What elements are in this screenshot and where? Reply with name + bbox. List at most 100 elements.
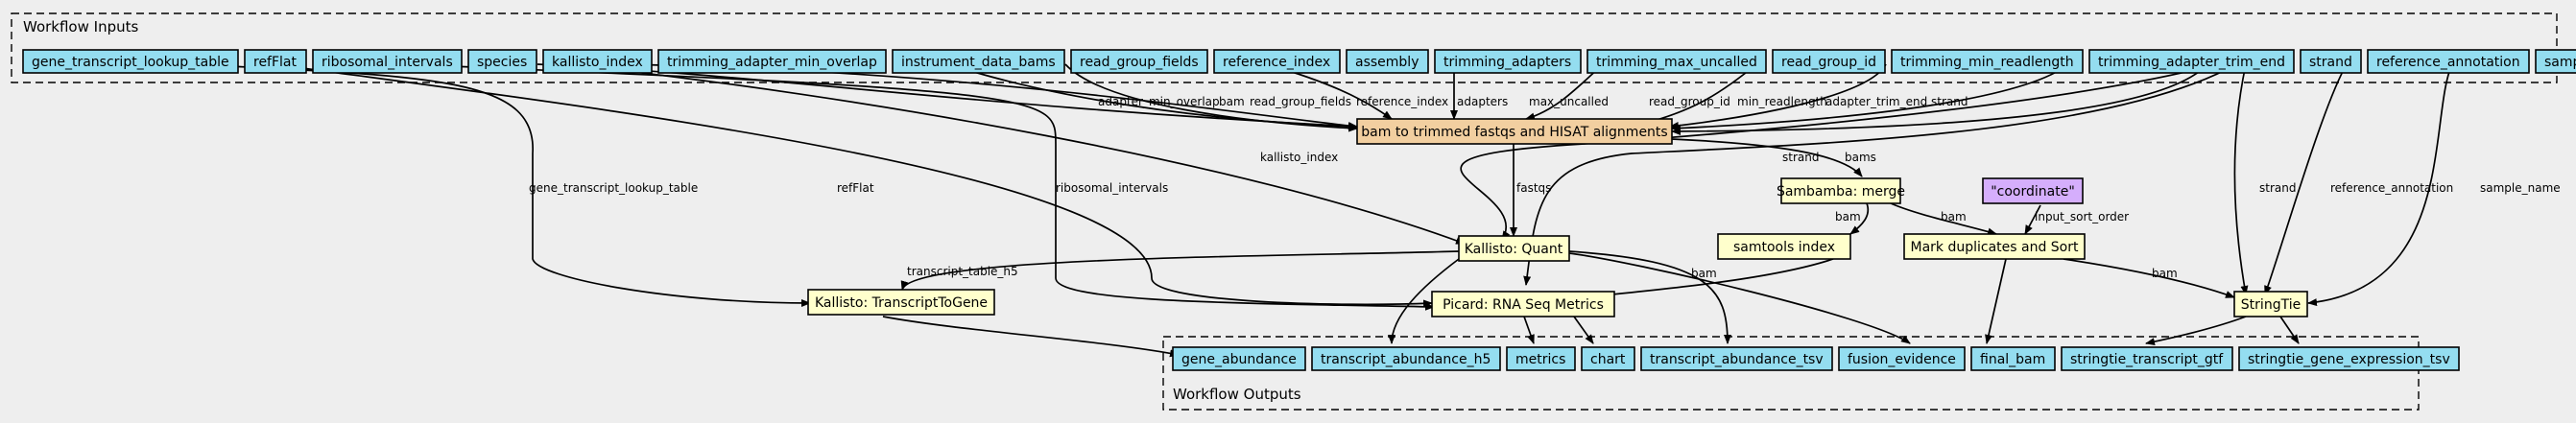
output-node-fusion-evidence[interactable]: fusion_evidence bbox=[1838, 346, 1966, 371]
output-node-label: final_bam bbox=[1980, 352, 2045, 367]
input-node-label: read_group_id bbox=[1781, 55, 1876, 70]
input-node-trimming-adapter-min-overlap[interactable]: trimming_adapter_min_overlap bbox=[657, 49, 887, 74]
edge-label-bam-merge: bam bbox=[1835, 210, 1861, 223]
input-node-label: species bbox=[477, 55, 527, 70]
edge-label-sample-name: sample_name bbox=[2480, 181, 2561, 195]
input-node-label: trimming_max_uncalled bbox=[1596, 55, 1757, 70]
step-sambamba-merge[interactable]: Sambamba: merge bbox=[1777, 177, 1905, 204]
input-node-label: refFlat bbox=[253, 55, 298, 70]
output-node-label: transcript_abundance_tsv bbox=[1650, 352, 1824, 367]
step-transcript-to-gene-label: Kallisto: TranscriptToGene bbox=[815, 295, 988, 311]
input-node-label: read_group_fields bbox=[1080, 55, 1199, 70]
workflow-inputs-cluster: Workflow Inputs bbox=[11, 12, 2558, 83]
edge-label-reference-annotation: reference_annotation bbox=[2330, 181, 2453, 195]
edge-label-min-readlength: min_readlength bbox=[1737, 95, 1827, 108]
output-node-gene-abundance[interactable]: gene_abundance bbox=[1172, 346, 1306, 371]
output-node-stringtie-gene-expression-tsv[interactable]: stringtie_gene_expression_tsv bbox=[2238, 346, 2460, 371]
step-samtools-index[interactable]: samtools index bbox=[1717, 233, 1851, 260]
edge-label-fastqs: fastqs bbox=[1516, 181, 1551, 195]
input-node-label: trimming_min_readlength bbox=[1900, 55, 2074, 70]
edge-label-bam: bam bbox=[1219, 95, 1245, 108]
output-node-label: stringtie_gene_expression_tsv bbox=[2248, 352, 2450, 367]
edge-label-strand-1: strand bbox=[1931, 95, 1968, 108]
input-node-refflat[interactable]: refFlat bbox=[244, 49, 307, 74]
output-node-stringtie-transcript-gtf[interactable]: stringtie_transcript_gtf bbox=[2061, 346, 2233, 371]
step-kallisto-quant-label: Kallisto: Quant bbox=[1465, 242, 1563, 257]
input-node-reference-index[interactable]: reference_index bbox=[1213, 49, 1341, 74]
edge-label-read-group-id: read_group_id bbox=[1649, 95, 1730, 108]
input-node-kallisto-index[interactable]: kallisto_index bbox=[542, 49, 653, 74]
step-stringtie[interactable]: StringTie bbox=[2233, 291, 2308, 317]
step-stringtie-label: StringTie bbox=[2241, 297, 2301, 313]
output-node-chart[interactable]: chart bbox=[1581, 346, 1635, 371]
edge-label-kallisto-index: kallisto_index bbox=[1260, 151, 1338, 164]
step-coordinate-constant[interactable]: "coordinate" bbox=[1982, 177, 2084, 204]
input-node-trimming-min-readlength[interactable]: trimming_min_readlength bbox=[1891, 49, 2084, 74]
step-bam-to-fastq[interactable]: bam to trimmed fastqs and HISAT alignmen… bbox=[1356, 118, 1673, 145]
edge-label-bams: bams bbox=[1845, 151, 1876, 164]
step-bam-to-fastq-label: bam to trimmed fastqs and HISAT alignmen… bbox=[1361, 125, 1667, 140]
input-node-sample-name[interactable]: sample_name bbox=[2535, 49, 2576, 74]
edge-label-ribosomal-intervals: ribosomal_intervals bbox=[1056, 181, 1168, 195]
edge-label-gene-transcript-lookup-table: gene_transcript_lookup_table bbox=[529, 181, 698, 195]
input-node-trimming-adapter-trim-end[interactable]: trimming_adapter_trim_end bbox=[2088, 49, 2295, 74]
edge-label-adapter-trim-end: adapter_trim_end bbox=[1825, 95, 1927, 108]
input-node-label: assembly bbox=[1355, 55, 1419, 70]
input-node-trimming-adapters[interactable]: trimming_adapters bbox=[1434, 49, 1582, 74]
input-node-assembly[interactable]: assembly bbox=[1346, 49, 1429, 74]
edge-label-strand-2: strand bbox=[1782, 151, 1819, 164]
input-node-strand[interactable]: strand bbox=[2300, 49, 2362, 74]
input-node-read-group-id[interactable]: read_group_id bbox=[1772, 49, 1886, 74]
edge-label-transcript-table-h5: transcript_table_h5 bbox=[907, 265, 1018, 278]
output-node-transcript-abundance-tsv[interactable]: transcript_abundance_tsv bbox=[1640, 346, 1833, 371]
step-kallisto-quant[interactable]: Kallisto: Quant bbox=[1458, 235, 1570, 262]
input-node-trimming-max-uncalled[interactable]: trimming_max_uncalled bbox=[1586, 49, 1767, 74]
input-node-label: reference_index bbox=[1223, 55, 1330, 70]
input-node-label: kallisto_index bbox=[552, 55, 643, 70]
input-node-label: gene_transcript_lookup_table bbox=[32, 55, 229, 70]
step-picard-rnaseq[interactable]: Picard: RNA Seq Metrics bbox=[1431, 291, 1615, 317]
input-node-label: trimming_adapter_min_overlap bbox=[667, 55, 877, 70]
input-node-label: strand bbox=[2309, 55, 2352, 70]
input-node-gene-transcript-lookup-table[interactable]: gene_transcript_lookup_table bbox=[22, 49, 239, 74]
edge-label-bam-markdup: bam bbox=[1941, 210, 1967, 223]
output-node-metrics[interactable]: metrics bbox=[1506, 346, 1576, 371]
output-node-label: chart bbox=[1590, 352, 1626, 367]
edge-label-refflat: refFlat bbox=[837, 181, 874, 195]
output-node-final-bam[interactable]: final_bam bbox=[1970, 346, 2056, 371]
edge-label-bam-stringtie: bam bbox=[2152, 267, 2178, 280]
input-node-label: trimming_adapter_trim_end bbox=[2098, 55, 2285, 70]
input-node-label: ribosomal_intervals bbox=[322, 55, 453, 70]
edge-label-adapter-min-overlap: adapter_min_overlap bbox=[1098, 95, 1220, 108]
edge-labels: adapter_min_overlap bam read_group_field… bbox=[529, 95, 2561, 280]
edge-label-adapters: adapters bbox=[1457, 95, 1508, 108]
input-node-read-group-fields[interactable]: read_group_fields bbox=[1070, 49, 1208, 74]
workflow-inputs-label: Workflow Inputs bbox=[23, 18, 138, 35]
step-sambamba-merge-label: Sambamba: merge bbox=[1777, 184, 1905, 200]
input-node-reference-annotation[interactable]: reference_annotation bbox=[2367, 49, 2530, 74]
output-node-label: stringtie_transcript_gtf bbox=[2070, 352, 2224, 367]
input-node-label: trimming_adapters bbox=[1443, 55, 1571, 70]
input-node-label: sample_name bbox=[2544, 55, 2576, 70]
step-mark-duplicates-label: Mark duplicates and Sort bbox=[1910, 240, 2079, 255]
edge-label-input-sort-order: input_sort_order bbox=[2035, 210, 2129, 223]
edge-label-strand-4: strand bbox=[2259, 181, 2296, 195]
output-node-label: transcript_abundance_h5 bbox=[1321, 352, 1491, 367]
input-node-label: instrument_data_bams bbox=[901, 55, 1056, 70]
output-node-label: gene_abundance bbox=[1181, 352, 1297, 367]
output-node-transcript-abundance-h5[interactable]: transcript_abundance_h5 bbox=[1311, 346, 1501, 371]
step-picard-rnaseq-label: Picard: RNA Seq Metrics bbox=[1443, 297, 1604, 313]
output-node-label: fusion_evidence bbox=[1848, 352, 1956, 367]
input-node-instrument-data-bams[interactable]: instrument_data_bams bbox=[892, 49, 1065, 74]
step-mark-duplicates[interactable]: Mark duplicates and Sort bbox=[1903, 233, 2086, 260]
input-node-species[interactable]: species bbox=[467, 49, 537, 74]
step-transcript-to-gene[interactable]: Kallisto: TranscriptToGene bbox=[807, 289, 995, 316]
output-nodes: gene_abundance transcript_abundance_h5 met… bbox=[1172, 346, 2460, 371]
step-coordinate-label: "coordinate" bbox=[1991, 184, 2075, 200]
input-node-label: reference_annotation bbox=[2376, 55, 2520, 70]
edge-label-read-group-fields: read_group_fields bbox=[1250, 95, 1351, 108]
input-node-ribosomal-intervals[interactable]: ribosomal_intervals bbox=[312, 49, 463, 74]
input-nodes: gene_transcript_lookup_table refFlat ribos… bbox=[22, 49, 2576, 74]
edge-label-reference-index: reference_index bbox=[1356, 95, 1448, 108]
